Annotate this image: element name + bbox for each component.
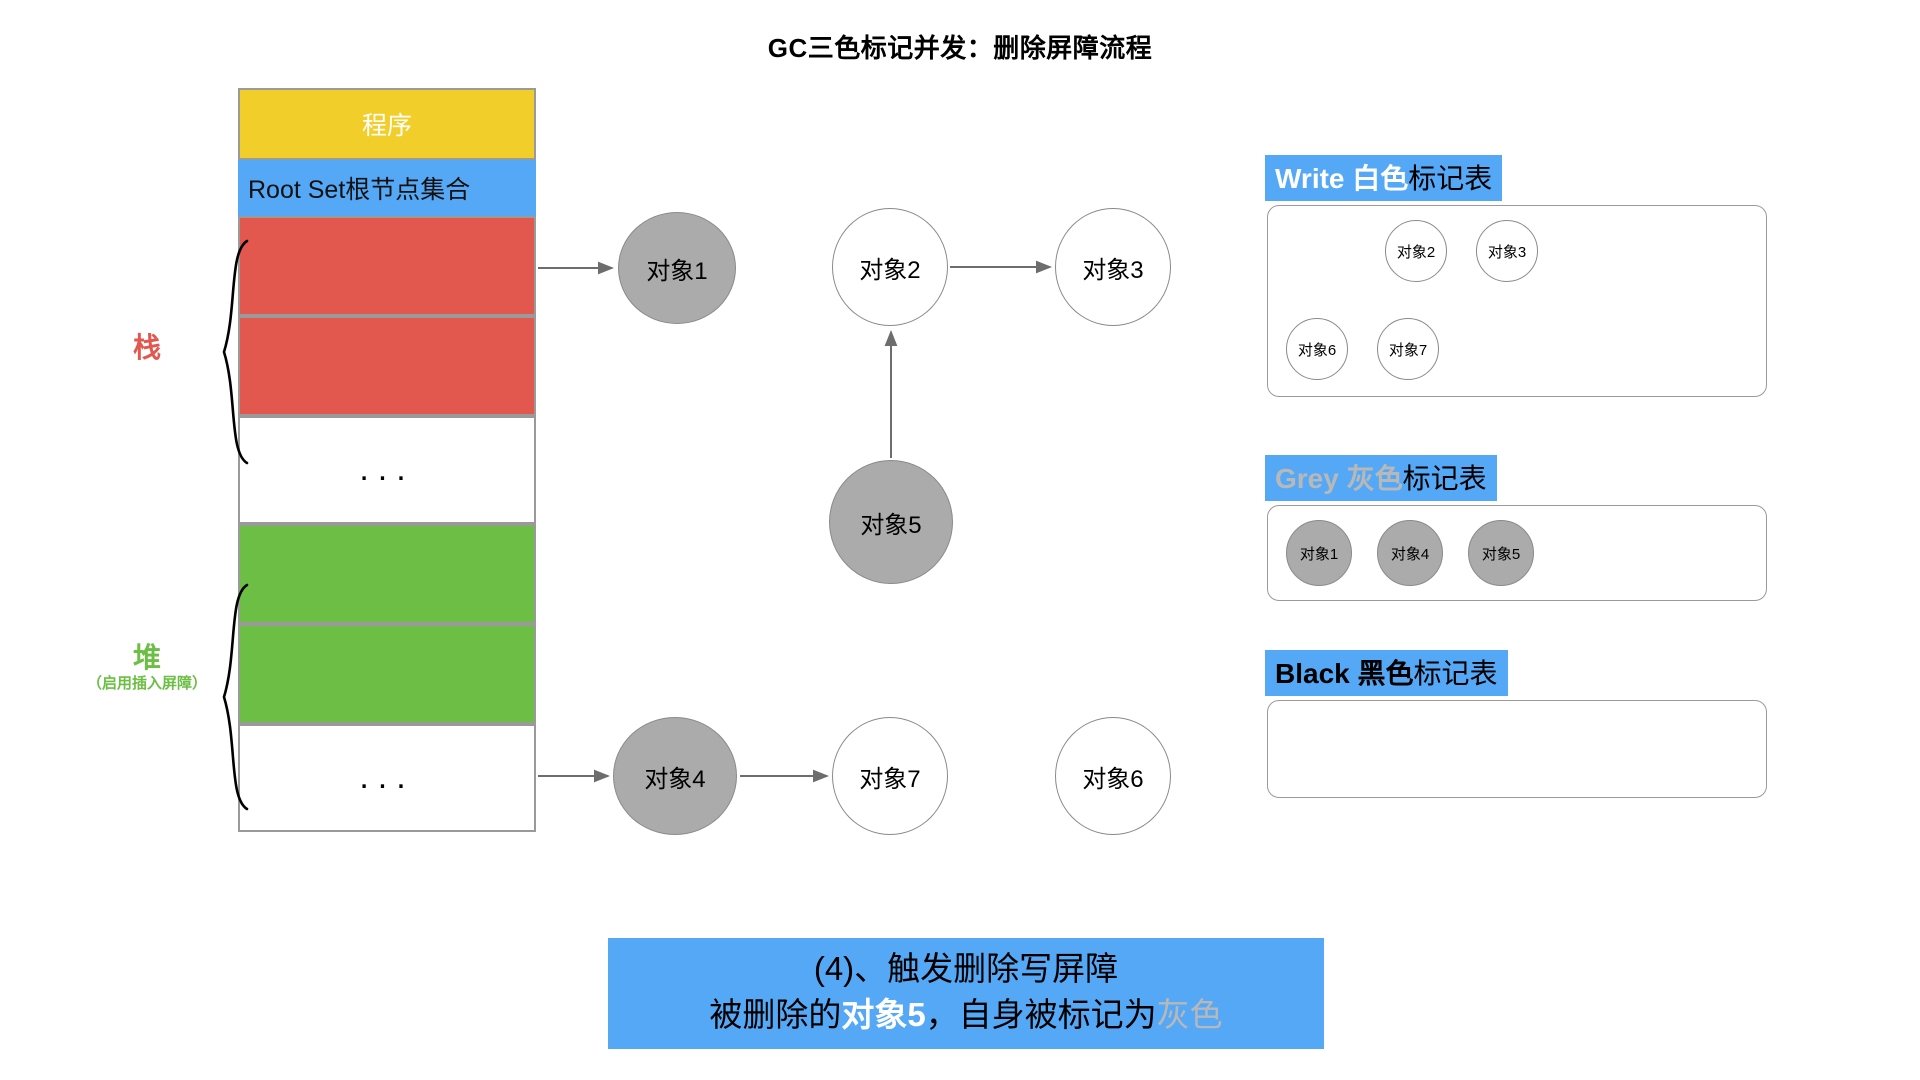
graph-node-obj1-label: 对象1 <box>646 257 708 285</box>
memory-block-heap-2 <box>238 624 536 724</box>
graph-node-obj6[interactable]: 对象6 <box>1055 717 1171 835</box>
graph-node-obj3[interactable]: 对象3 <box>1055 208 1171 326</box>
mark-table-white: Write 白色标记表 对象2 对象3 对象6 对象7 <box>1265 155 1767 400</box>
memory-block-rootset: Root Set根节点集合 <box>238 160 536 216</box>
ellipsis-label: ... <box>359 450 415 489</box>
mark-chip-white-3[interactable]: 对象7 <box>1377 318 1439 380</box>
memory-block-rootset-label: Root Set根节点集合 <box>248 176 471 204</box>
mark-table-white-body: 对象2 对象3 对象6 对象7 <box>1267 205 1767 397</box>
memory-block-stack-ellipsis: ... <box>238 416 536 524</box>
memory-block-program: 程序 <box>238 88 536 160</box>
mark-chip-white-0[interactable]: 对象2 <box>1385 220 1447 282</box>
mark-chip-white-3-label: 对象7 <box>1388 341 1428 359</box>
caption-line-2-mid: ，自身被标记为 <box>925 995 1157 1033</box>
graph-node-obj1[interactable]: 对象1 <box>618 212 736 324</box>
caption-line-2-bold: 对象5 <box>841 995 926 1033</box>
memory-column: 程序 Root Set根节点集合 ... ... <box>238 88 536 832</box>
caption-line-2-grey: 灰色 <box>1156 995 1223 1033</box>
mark-table-grey-body: 对象1 对象4 对象5 <box>1267 505 1767 601</box>
graph-node-obj7[interactable]: 对象7 <box>832 717 948 835</box>
caption-line-2-pre: 被删除的 <box>709 995 842 1033</box>
memory-block-heap-1 <box>238 524 536 624</box>
memory-block-stack-1 <box>238 216 536 316</box>
graph-node-obj4[interactable]: 对象4 <box>613 717 737 835</box>
mark-chip-white-1-label: 对象3 <box>1487 243 1527 261</box>
mark-table-grey-title-tail: 标记表 <box>1402 463 1487 494</box>
mark-chip-grey-2[interactable]: 对象5 <box>1468 520 1534 586</box>
graph-node-obj2-label: 对象2 <box>859 256 921 284</box>
mark-table-white-title-en: Write <box>1275 163 1345 194</box>
mark-chip-white-1[interactable]: 对象3 <box>1476 220 1538 282</box>
mark-table-black-title-en: Black <box>1275 658 1350 689</box>
mark-table-black-title: Black 黑色标记表 <box>1265 650 1508 696</box>
mark-chip-grey-0[interactable]: 对象1 <box>1286 520 1352 586</box>
stack-brace-icon <box>222 239 249 465</box>
graph-node-obj3-label: 对象3 <box>1082 256 1144 284</box>
graph-node-obj5[interactable]: 对象5 <box>829 460 953 584</box>
mark-chip-grey-2-label: 对象5 <box>1481 545 1521 563</box>
mark-table-black-title-color: 黑色 <box>1357 658 1414 689</box>
caption-line-1: (4)、触发删除写屏障 <box>813 950 1119 987</box>
mark-table-white-title-tail: 标记表 <box>1408 163 1493 194</box>
mark-chip-grey-1-label: 对象4 <box>1390 545 1430 563</box>
heap-label-sub: （启用插入屏障） <box>86 675 207 692</box>
heap-brace-icon <box>222 583 249 811</box>
graph-node-obj2[interactable]: 对象2 <box>832 208 948 326</box>
mark-table-grey-title-en: Grey <box>1275 463 1339 494</box>
caption-banner: (4)、触发删除写屏障 被删除的对象5，自身被标记为灰色 <box>608 938 1324 1050</box>
mark-chip-grey-1[interactable]: 对象4 <box>1377 520 1443 586</box>
mark-table-black-body <box>1267 700 1767 798</box>
graph-node-obj4-label: 对象4 <box>644 765 706 793</box>
ellipsis-label: ... <box>359 758 415 797</box>
mark-table-black-title-tail: 标记表 <box>1413 658 1498 689</box>
heap-label-main: 堆 <box>132 642 161 673</box>
mark-chip-white-2-label: 对象6 <box>1297 341 1337 359</box>
stack-label-main: 栈 <box>132 332 161 363</box>
memory-block-heap-ellipsis: ... <box>238 724 536 832</box>
page-title: GC三色标记并发：删除屏障流程 <box>767 33 1153 63</box>
mark-table-grey-title-color: 灰色 <box>1346 463 1403 494</box>
memory-block-program-label: 程序 <box>361 112 412 140</box>
caption-line-2: 被删除的对象5，自身被标记为灰色 <box>608 992 1324 1038</box>
mark-chip-white-2[interactable]: 对象6 <box>1286 318 1348 380</box>
graph-node-obj6-label: 对象6 <box>1082 765 1144 793</box>
mark-chip-grey-0-label: 对象1 <box>1299 545 1339 563</box>
mark-table-grey: Grey 灰色标记表 对象1 对象4 对象5 <box>1265 455 1767 601</box>
heap-label: 堆 （启用插入屏障） <box>52 640 242 694</box>
stack-label: 栈 <box>92 330 202 365</box>
mark-table-grey-title: Grey 灰色标记表 <box>1265 455 1497 501</box>
memory-block-stack-2 <box>238 316 536 416</box>
mark-chip-white-0-label: 对象2 <box>1396 243 1436 261</box>
mark-table-white-title: Write 白色标记表 <box>1265 155 1503 201</box>
graph-node-obj7-label: 对象7 <box>859 765 921 793</box>
mark-table-white-title-color: 白色 <box>1352 163 1409 194</box>
graph-node-obj5-label: 对象5 <box>860 511 922 539</box>
mark-table-black: Black 黑色标记表 <box>1265 650 1767 800</box>
